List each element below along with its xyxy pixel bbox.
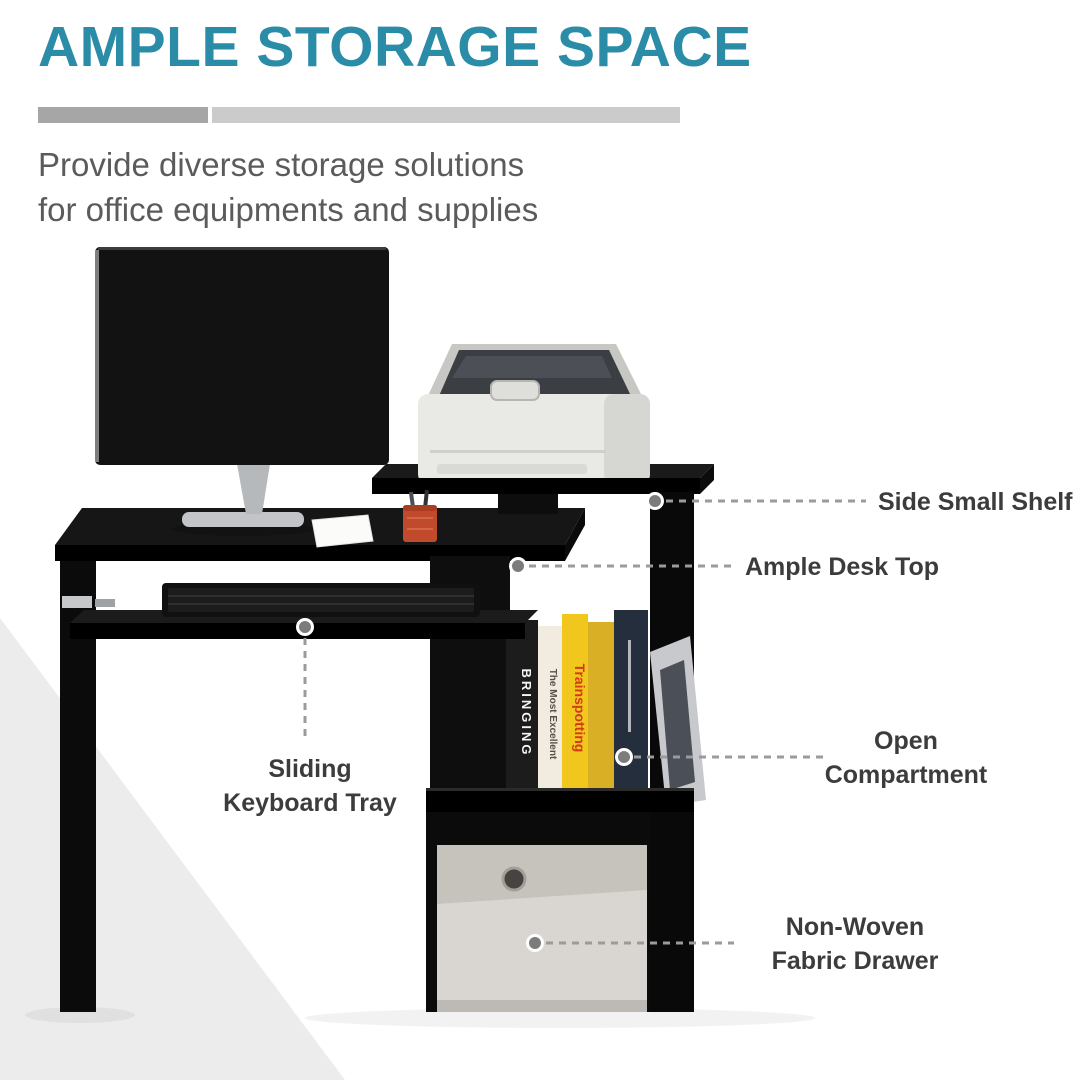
- side-shelf-front: [372, 478, 700, 494]
- monitor-base: [182, 512, 304, 527]
- divider-bar-light-segment: [212, 107, 680, 123]
- label-side-small-shelf: Side Small Shelf: [878, 488, 1073, 516]
- book-title: BRINGING: [519, 669, 534, 758]
- monitor-screen: [95, 247, 389, 465]
- divider-bar: [38, 107, 680, 123]
- page-title: AMPLE STORAGE SPACE: [38, 15, 752, 79]
- book-spine: [562, 614, 588, 806]
- book-spine: [506, 620, 538, 806]
- label-open-compartment: Open Compartment: [824, 727, 988, 789]
- printer: [418, 344, 650, 484]
- side-shelf-end: [700, 464, 714, 494]
- label-ample-desk-top: Ample Desk Top: [745, 553, 940, 581]
- callout-dot-desk-top: [509, 557, 527, 575]
- callout-dot-side-shelf: [646, 492, 664, 510]
- monitor-stand: [237, 464, 270, 514]
- book-spine: [538, 626, 562, 806]
- printer-handle: [490, 380, 540, 401]
- callout-dot-open-compartment: [615, 748, 633, 766]
- book-title: The Most Excellent: [547, 669, 558, 760]
- subtitle-line-2: for office equipments and supplies: [38, 191, 539, 228]
- keyboard-tray: [62, 583, 538, 639]
- callout-connectors: [296, 492, 866, 952]
- drawer-grommet: [503, 868, 525, 890]
- floor-shadow-left: [25, 1007, 135, 1023]
- monitor: [95, 247, 389, 536]
- subtitle-line-1: Provide diverse storage solutions: [38, 146, 525, 183]
- tray-slide-rail: [62, 596, 92, 608]
- label-keyboard-tray: Sliding Keyboard Tray: [223, 755, 397, 817]
- callout-dot-keyboard-tray: [296, 618, 314, 636]
- book-title: Trainspotting: [572, 664, 588, 753]
- floor-shadow-right: [305, 1008, 815, 1028]
- subtitle: Provide diverse storage solutions for of…: [38, 142, 538, 232]
- notepad: [311, 514, 374, 548]
- book-spine: [588, 622, 614, 806]
- keyboard: [162, 583, 480, 617]
- callout-dot-fabric-drawer: [526, 934, 544, 952]
- books: BRINGING The Most Excellent Trainspottin…: [506, 610, 706, 806]
- label-fabric-drawer: Non-Woven Fabric Drawer: [771, 913, 939, 975]
- middle-shelf: [426, 788, 694, 812]
- fabric-drawer: [437, 845, 647, 1012]
- pen-cup: [403, 489, 437, 542]
- divider-bar-dark-segment: [38, 107, 208, 123]
